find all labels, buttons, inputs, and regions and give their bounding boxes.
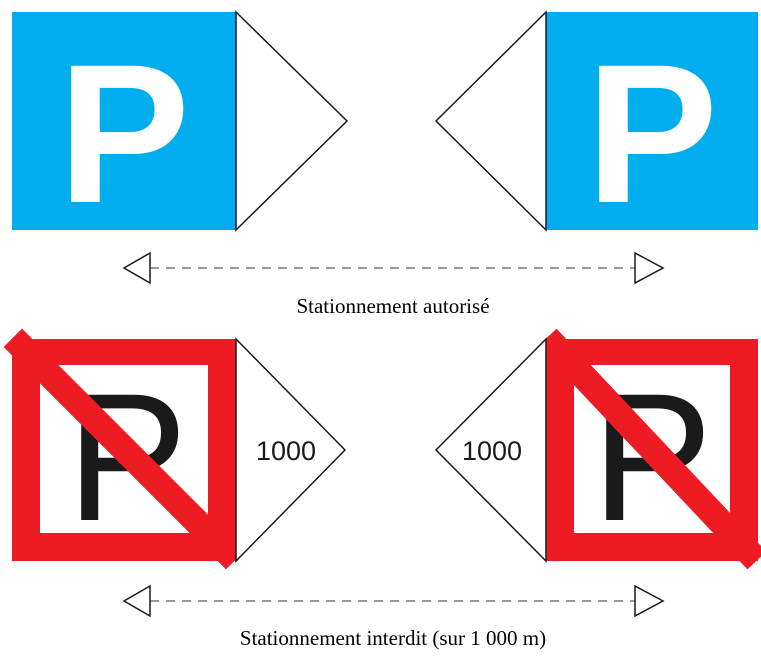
forbidden-sign-left: P 1000 [3,328,347,570]
arrowhead-left-icon [122,251,151,285]
p-letter-blue-left: P [58,23,190,244]
extent-arrow-authorized [122,251,665,285]
caption-forbidden: Stationnement interdit (sur 1 000 m) [240,626,546,650]
arrowhead-right-icon [634,251,665,285]
blue-square-right [546,12,758,230]
extent-arrow-forbidden [122,584,665,618]
arrow-panel-right [235,10,349,232]
forbidden-sign-right: P 1000 [434,328,761,570]
authorized-sign-left: P [12,10,349,244]
authorized-sign-right: P [434,10,758,244]
p-letter-blue-right: P [586,23,718,244]
diagonal-bar-left [3,328,245,570]
distance-panel-right [235,337,347,563]
distance-panel-left [434,337,547,563]
arrowhead-right-icon [634,584,665,618]
arrowhead-left-icon [122,584,151,618]
distance-text-left: 1000 [256,436,316,466]
caption-authorized: Stationnement autorisé [296,294,489,318]
arrow-panel-left [434,10,547,232]
blue-square-left [12,12,236,230]
distance-text-right: 1000 [462,436,522,466]
diagonal-bar-right [537,328,761,570]
